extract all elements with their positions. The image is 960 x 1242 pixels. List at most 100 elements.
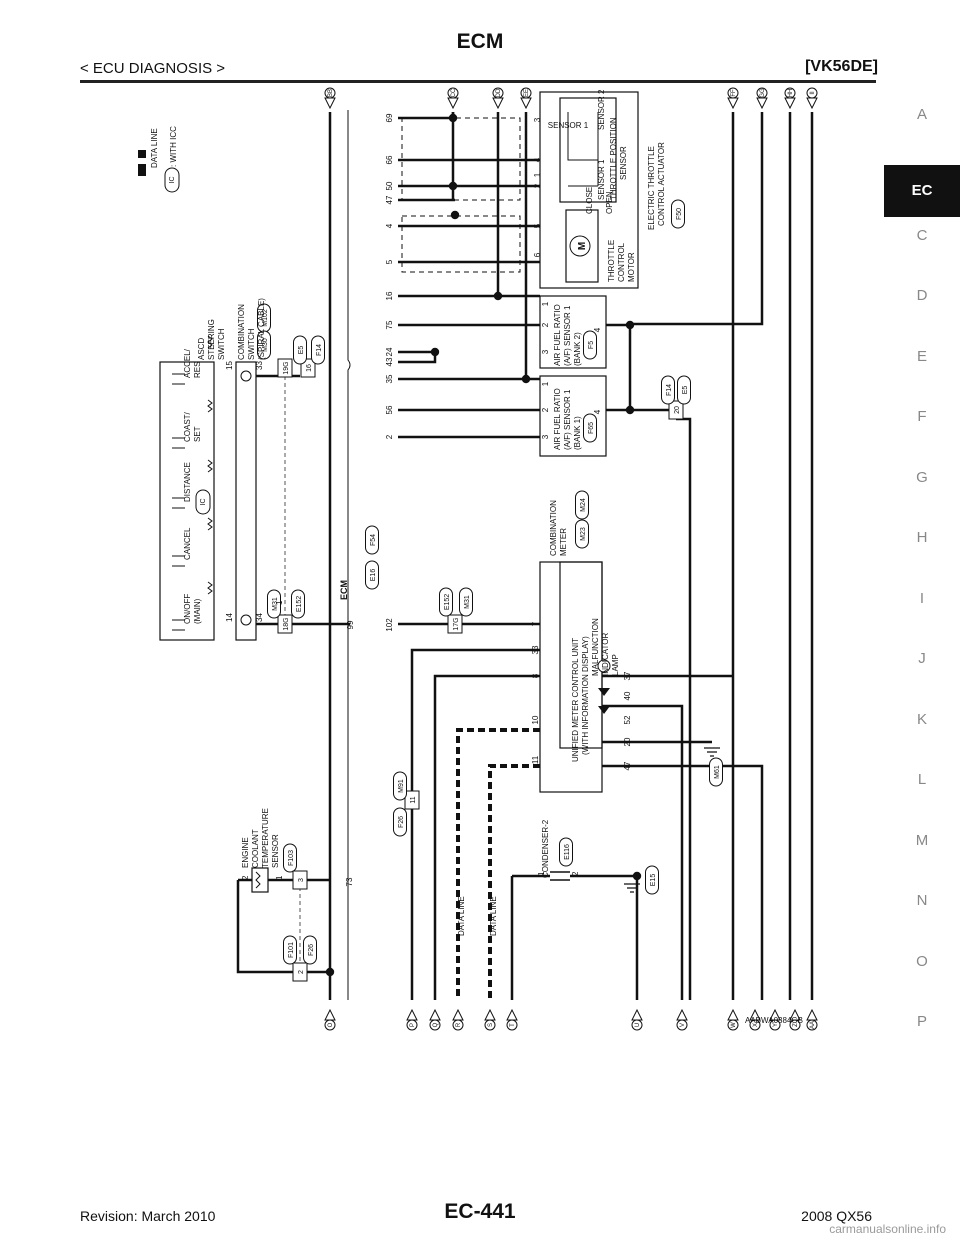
- page-title: ECM: [456, 30, 504, 53]
- af1-pin-2: 2: [541, 407, 550, 412]
- condenser-ground-icon: [624, 883, 640, 893]
- meter-pin-right-20: 20: [623, 737, 632, 746]
- coolant-l3: TEMPERATURE: [261, 808, 270, 868]
- meter-joint-m31-badge: [459, 587, 473, 617]
- junction-dd: [493, 291, 503, 301]
- ecm-pin-16: 16: [385, 291, 394, 300]
- ascd-joint-b-19g-box: [277, 358, 293, 378]
- data-line-label-2: DATA LINE: [489, 896, 498, 936]
- ascd-joint-b-f14-badge: [311, 335, 325, 365]
- ecm-pin-99: 99: [346, 620, 355, 629]
- harness-joint-m91-badge: [393, 771, 407, 801]
- ecm-pin-4: 4: [385, 223, 394, 228]
- junction-cc-3: [450, 210, 460, 220]
- tab-e[interactable]: E: [916, 347, 927, 365]
- data-line-label-1: DATA LINE: [457, 896, 466, 936]
- ascd-switch-4-l1: ACCEL/: [183, 348, 192, 378]
- ascd-joint-a-e152-badge: [291, 589, 305, 619]
- connector-letter: DD: [496, 88, 502, 97]
- connector-ring: [520, 87, 532, 99]
- condenser-connector-badge: [559, 837, 573, 867]
- throttle-pin-3: 3: [533, 117, 542, 122]
- tab-a[interactable]: A: [916, 106, 927, 123]
- ecm-pin-66: 66: [385, 155, 394, 164]
- tab-f[interactable]: F: [917, 408, 927, 425]
- af1-connector-badge: [583, 413, 597, 443]
- resistor-icon: [207, 335, 213, 349]
- connector-ring: [631, 1019, 643, 1031]
- figure-code: AABWA0384GB: [745, 1016, 803, 1025]
- af1-pin-4: 4: [593, 409, 602, 414]
- connector-ring: [452, 1019, 464, 1031]
- data-line-legend-icon: [138, 164, 146, 176]
- junction-af1: [625, 405, 635, 415]
- meter-unit-frame: [559, 561, 603, 749]
- comb-switch-l2: SWITCH: [247, 328, 256, 360]
- top-connector-bb: [324, 97, 336, 110]
- ascd-joint-b-16: 16: [306, 364, 313, 372]
- breadcrumb[interactable]: < ECU DIAGNOSIS >: [80, 60, 226, 77]
- junction-af2: [625, 320, 635, 330]
- condenser-ground-e15-badge: [645, 865, 659, 895]
- meter-ground-m61-badge: [709, 757, 723, 787]
- ascd-joint-a-e152: E152: [296, 596, 303, 612]
- meter-joint-m31: M31: [464, 595, 471, 609]
- tab-d[interactable]: D: [916, 287, 928, 304]
- connector-letter: BB: [328, 89, 334, 97]
- section-tabs: A EC C D E F G H I J K L M N O P: [884, 100, 960, 1068]
- tab-k[interactable]: K: [916, 710, 927, 728]
- meter-title-l1: COMBINATION: [549, 500, 558, 556]
- coolant-pin-1: 1: [275, 875, 284, 880]
- tab-i[interactable]: I: [919, 589, 925, 607]
- connector-letter: II: [810, 91, 816, 95]
- tab-p[interactable]: P: [916, 1013, 927, 1030]
- tab-o[interactable]: O: [916, 952, 928, 970]
- thermistor-icon: [255, 871, 261, 889]
- distance-icc-text: IC: [200, 499, 207, 506]
- tab-ec[interactable]: EC: [884, 164, 960, 217]
- comb-switch-l3: (SPIRAL CABLE): [257, 298, 266, 360]
- tab-g[interactable]: G: [916, 468, 928, 486]
- tab-h[interactable]: H: [916, 529, 928, 546]
- coolant-connector-badge: [283, 843, 297, 873]
- mil-l3: LAMP: [611, 654, 620, 676]
- af-joint-f14-badge: [661, 375, 675, 405]
- connector-letter: X: [753, 1023, 759, 1027]
- meter-ground-m61: M61: [714, 765, 721, 779]
- comb-switch-pin-1: 1: [275, 600, 284, 605]
- af2-l2: (A/F) SENSOR 1: [563, 305, 572, 366]
- meter-pin-left-10: 10: [531, 715, 540, 724]
- spiral-cable-frame: [235, 361, 257, 641]
- connector-letter: S: [488, 1023, 494, 1027]
- connector-letter: FF: [731, 89, 737, 97]
- throttle-position-sensor: THROTTLE POSITION: [609, 117, 618, 200]
- motor-symbol: M: [577, 242, 588, 250]
- meter-pin-right-52: 52: [623, 715, 632, 724]
- tab-n[interactable]: N: [916, 892, 928, 909]
- ascd-title-3: SWITCH: [217, 328, 226, 360]
- connector-letter: EE: [524, 89, 530, 97]
- comb-switch-pin-34: 34: [255, 613, 264, 622]
- ecm-connector-e16-badge: [365, 560, 379, 590]
- comb-switch-l1: COMBINATION: [237, 304, 246, 360]
- throttle-pin-1: 1: [533, 172, 542, 177]
- bottom-connector-w: [727, 1008, 739, 1021]
- switch-contact: [172, 619, 185, 631]
- ascd-joint-b-e5-badge: [293, 335, 307, 365]
- throttle-motor-frame: [565, 209, 599, 283]
- harness-joint-m91: M91: [398, 779, 405, 793]
- tab-c[interactable]: C: [916, 226, 928, 244]
- ascd-switch-2-l1: DISTANCE: [183, 462, 192, 502]
- top-connector-gg: [756, 97, 768, 110]
- tab-m[interactable]: M: [915, 831, 929, 849]
- tab-l[interactable]: L: [917, 771, 927, 788]
- model-year: 2008 QX56: [801, 1208, 872, 1224]
- switch-contact: [172, 373, 185, 385]
- ecm-pin-35: 35: [385, 374, 394, 383]
- mil-l2: INDICATOR: [601, 633, 610, 676]
- junction-cc-2: [448, 181, 458, 191]
- condenser-connector: E116: [564, 844, 571, 860]
- meter-connector-m23-badge: [575, 519, 589, 549]
- tab-j[interactable]: J: [918, 650, 926, 667]
- throttle-close: CLOSE: [585, 187, 594, 214]
